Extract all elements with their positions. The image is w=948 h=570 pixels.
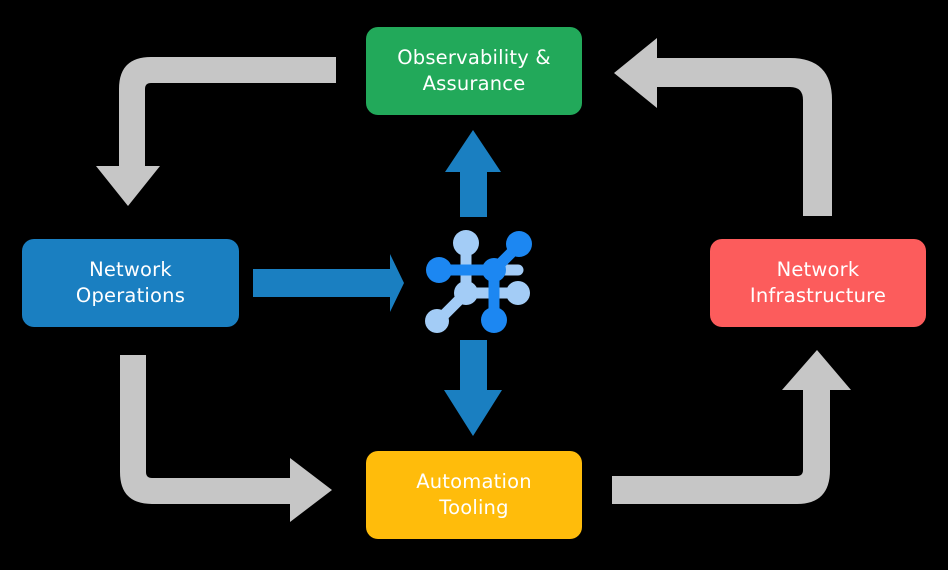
topology-nodes-primary <box>426 231 532 333</box>
topology-node-right-light <box>506 281 530 305</box>
node-box-network-infrastructure[interactable]: Network Infrastructure <box>710 239 926 327</box>
topology-node-bottom-dark <box>481 307 507 333</box>
topology-node-bottomleft-light <box>425 309 449 333</box>
node-box-observability[interactable]: Observability & Assurance <box>366 27 582 115</box>
node-label-automation-tooling: Automation Tooling <box>416 470 532 519</box>
topology-nodes-secondary <box>425 230 530 333</box>
node-box-automation-tooling[interactable]: Automation Tooling <box>366 451 582 539</box>
arrow-automation-to-infrastructure <box>612 350 851 504</box>
topology-node-mid-light <box>454 281 478 305</box>
topology-node-left-dark <box>426 257 452 283</box>
topology-node-center-dark <box>482 258 506 282</box>
topology-node-top-light <box>453 230 479 256</box>
node-box-network-operations[interactable]: Network Operations <box>22 239 239 327</box>
network-topology-icon <box>425 230 532 333</box>
node-label-network-operations: Network Operations <box>75 258 186 307</box>
topology-node-topright-dark <box>506 231 532 257</box>
arrow-ops-to-center <box>253 254 404 312</box>
node-label-network-infrastructure: Network Infrastructure <box>749 258 887 307</box>
arrow-ops-to-automation <box>113 355 332 522</box>
node-label-observability: Observability & Assurance <box>397 46 551 95</box>
arrow-observability-to-ops <box>96 57 336 206</box>
arrow-center-to-observability <box>445 130 501 217</box>
arrow-center-to-automation <box>444 340 502 436</box>
arrow-infrastructure-to-observability <box>614 38 832 216</box>
